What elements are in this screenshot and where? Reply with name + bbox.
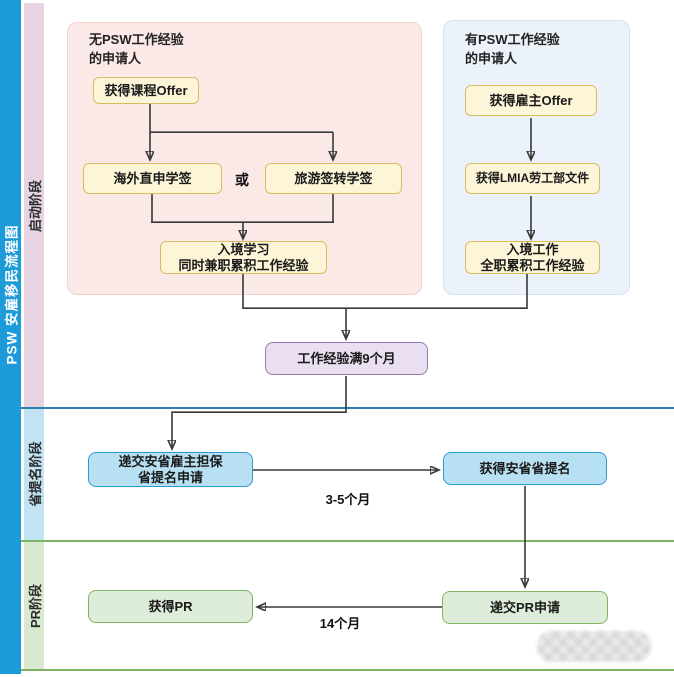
node-submit-pnp-application: 递交安省雇主担保 省提名申请 <box>88 452 253 487</box>
sidebar-bar <box>0 0 21 674</box>
node-study-visa: 海外直申学签 <box>83 163 222 194</box>
sidebar-title: PSW 安雇移民流程图 <box>4 224 19 365</box>
panel-no-psw-title: 无PSW工作经验 的申请人 <box>89 32 184 66</box>
node-get-pr: 获得PR <box>88 590 253 623</box>
divider-line-blue <box>21 407 674 409</box>
stage-label-pnp: 省提名阶段 <box>27 441 43 507</box>
or-label: 或 <box>235 172 249 188</box>
pnp-duration-label: 3-5个月 <box>325 492 371 507</box>
divider-line-green-bottom <box>21 669 674 671</box>
node-get-nomination: 获得安省省提名 <box>443 452 607 485</box>
panel-has-psw-title: 有PSW工作经验 的申请人 <box>465 32 560 66</box>
pr-duration-label: 14个月 <box>319 616 361 631</box>
node-enter-work: 入境工作 全职累积工作经验 <box>465 241 600 274</box>
stage-label-start: 启动阶段 <box>27 180 43 233</box>
stage-column-pr <box>24 542 44 669</box>
node-enter-study: 入境学习 同时兼职累积工作经验 <box>160 241 327 274</box>
node-experience-9-months: 工作经验满9个月 <box>265 342 428 375</box>
node-employer-offer: 获得雇主Offer <box>465 85 597 116</box>
stage-column-pnp <box>24 409 44 540</box>
stage-column-start <box>24 3 44 407</box>
stage-label-pr: PR阶段 <box>27 583 43 629</box>
node-submit-pr-application: 递交PR申请 <box>442 591 608 624</box>
node-lmia-document: 获得LMIA劳工部文件 <box>465 163 600 194</box>
node-course-offer: 获得课程Offer <box>93 77 199 104</box>
blurred-watermark <box>537 631 651 662</box>
node-tourist-visa: 旅游签转学签 <box>265 163 402 194</box>
divider-line-green-mid <box>21 540 674 542</box>
